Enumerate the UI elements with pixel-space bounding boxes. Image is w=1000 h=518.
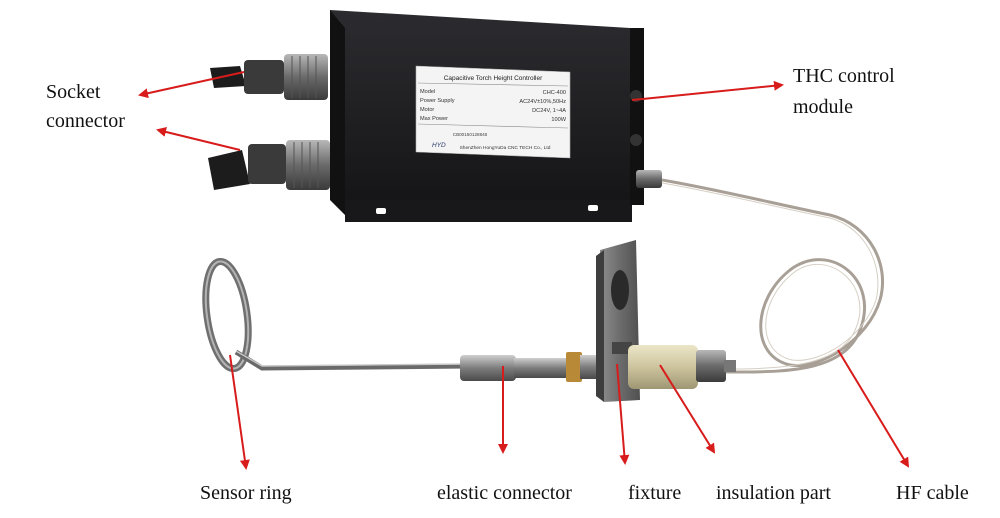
label-insulation-part: insulation part <box>716 482 831 504</box>
label-module: module <box>793 96 853 118</box>
arrow-sensor-ring <box>229 354 250 470</box>
arrow-insulation-part <box>659 364 716 454</box>
nameplate-row-key: Model <box>420 89 435 95</box>
thc-control-module: Capacitive Torch Height Controller Model… <box>330 10 644 222</box>
nameplate-manufacturer: ShenZhen HongYuDa CNC TECH Co., Ltd <box>460 145 551 151</box>
nameplate-serial: CB00150128848 <box>453 132 488 137</box>
label-fixture: fixture <box>628 482 682 504</box>
nameplate-logo: HYD <box>432 142 446 149</box>
socket-connector-upper <box>210 54 328 100</box>
elastic-connector <box>460 352 596 382</box>
arrow-socket-upper <box>138 71 245 99</box>
label-socket: Socket <box>46 81 101 103</box>
arrow-fixture <box>616 363 630 465</box>
label-sensor-ring: Sensor ring <box>200 482 292 504</box>
nameplate-row-key: Max Power <box>420 116 448 122</box>
arrow-thc-module <box>631 80 784 101</box>
hf-cable <box>636 170 885 374</box>
label-hf-cable: HF cable <box>896 482 969 504</box>
nameplate: Capacitive Torch Height Controller Model… <box>415 65 571 159</box>
label-thc-control: THC control <box>793 65 895 87</box>
arrow-hf-cable <box>837 349 910 468</box>
insulation-part <box>628 345 736 389</box>
label-elastic-connector: elastic connector <box>437 482 572 504</box>
socket-connector-lower <box>208 140 330 190</box>
sensor-ring <box>202 257 471 373</box>
callout-arrows <box>138 71 910 470</box>
arrow-socket-lower <box>156 127 241 151</box>
nameplate-title: Capacitive Torch Height Controller <box>444 75 543 82</box>
nameplate-row-value: CHC-400 <box>543 90 566 96</box>
nameplate-row-key: Power Supply <box>420 98 455 104</box>
nameplate-row-value: AC24V±10%,50Hz <box>519 99 566 105</box>
nameplate-row-value: DC24V, 1~4A <box>532 108 566 114</box>
nameplate-row-key: Motor <box>420 107 434 113</box>
nameplate-row-value: 100W <box>551 117 566 123</box>
label-connector: connector <box>46 110 125 132</box>
